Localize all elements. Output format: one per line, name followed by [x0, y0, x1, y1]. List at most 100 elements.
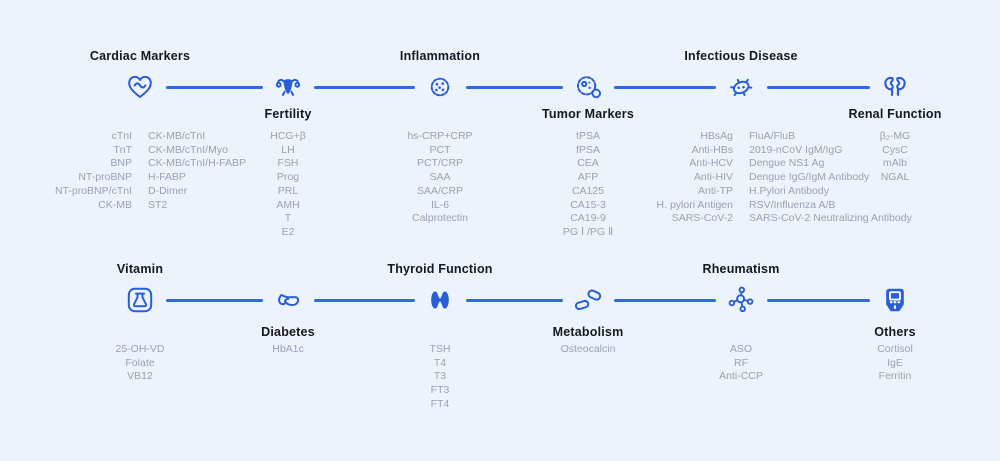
marker-item: FT3 — [430, 384, 450, 397]
marker-item: RSV/Influenza A/B — [749, 198, 836, 211]
connector-line — [767, 298, 870, 302]
marker-item: NT-proBNP — [78, 171, 132, 184]
marker-item: CA15-3 — [570, 198, 606, 211]
marker-item: FT4 — [430, 397, 450, 410]
connector-line — [466, 85, 563, 89]
marker-item: cTnI — [111, 130, 132, 142]
category-title-rheumatism: Rheumatism — [702, 262, 780, 276]
marker-item: CEA — [577, 157, 599, 170]
flask-icon — [123, 283, 157, 317]
uterus-icon — [271, 70, 305, 104]
marker-item: T4 — [433, 356, 447, 369]
marker-item: PCT/CRP — [416, 157, 464, 170]
category-title-inflammation: Inflammation — [399, 49, 481, 63]
tumor-cell-icon — [571, 70, 605, 104]
marker-item: E2 — [281, 225, 295, 238]
connector-line — [614, 85, 716, 89]
marker-item: Calprotectin — [411, 212, 469, 225]
marker-item: D-Dimer — [148, 184, 188, 197]
marker-item: Anti-HIV — [693, 171, 733, 184]
marker-item: SARS-CoV-2 Neutralizing Antibody — [749, 212, 912, 225]
glucometer-icon — [878, 283, 912, 317]
molecule-icon — [724, 283, 758, 317]
marker-item: H.Pylori Antibody — [749, 184, 829, 197]
marker-item: CK-MB/cTnI — [148, 130, 206, 142]
marker-item: PRL — [277, 184, 299, 197]
connector-line — [314, 298, 415, 302]
marker-item: LH — [281, 143, 295, 156]
marker-item: ASO — [729, 343, 753, 355]
marker-item: Dengue IgG/IgM Antibody — [749, 171, 870, 184]
marker-item: PCT — [429, 143, 451, 156]
marker-list-metabolism: Osteocalcin — [561, 343, 616, 357]
connector-line — [767, 85, 870, 89]
marker-item: TnT — [113, 143, 132, 156]
marker-item: Osteocalcin — [560, 343, 616, 355]
marker-item: Anti-TP — [697, 184, 733, 197]
marker-item: HbA1c — [272, 343, 304, 355]
marker-item: Prog — [276, 171, 300, 184]
category-title-metabolism: Metabolism — [552, 325, 624, 339]
category-title-vitamin: Vitamin — [116, 262, 164, 276]
category-title-diabetes: Diabetes — [261, 325, 315, 339]
marker-item: T3 — [433, 370, 447, 383]
marker-item: H-FABP — [148, 171, 186, 184]
marker-item: HBsAg — [700, 130, 733, 142]
marker-item: NGAL — [880, 171, 910, 184]
marker-item: Anti-HBs — [691, 143, 733, 156]
marker-item: TSH — [429, 343, 451, 355]
marker-item: fPSA — [576, 143, 600, 156]
marker-list-diabetes: HbA1c — [272, 343, 304, 357]
marker-item: FSH — [277, 157, 299, 170]
marker-item: SARS-CoV-2 — [671, 212, 733, 225]
marker-item: HCG+β — [270, 130, 306, 142]
bone-joint-icon — [571, 283, 605, 317]
category-title-tumor-markers: Tumor Markers — [542, 107, 634, 121]
marker-item: T — [284, 212, 292, 225]
marker-item: Folate — [125, 356, 155, 369]
marker-item: Dengue NS1 Ag — [749, 157, 825, 170]
connector-line — [614, 298, 716, 302]
marker-item: 2019-nCoV IgM/IgG — [749, 143, 843, 156]
marker-item: AFP — [577, 171, 599, 184]
marker-item: CA125 — [571, 184, 605, 197]
marker-item: H. pylori Antigen — [656, 198, 733, 211]
marker-item: CysC — [882, 143, 908, 156]
marker-item: IL-6 — [430, 198, 450, 211]
marker-item: CK-MB — [98, 198, 132, 211]
pancreas-icon — [271, 283, 305, 317]
marker-item: CK-MB/cTnI/H-FABP — [148, 157, 247, 170]
kidneys-icon — [878, 70, 912, 104]
marker-item: Ferritin — [878, 370, 912, 383]
marker-item: Cortisol — [877, 343, 913, 355]
marker-item: PG Ⅰ /PG Ⅱ — [562, 225, 614, 238]
marker-item: CK-MB/cTnI/Myo — [148, 143, 228, 156]
marker-item: RF — [733, 356, 748, 369]
connector-line — [166, 85, 263, 89]
marker-item: mAlb — [883, 157, 907, 170]
marker-item: ST2 — [148, 198, 168, 211]
marker-item: hs-CRP+CRP — [407, 130, 473, 142]
heart-pulse-icon — [123, 70, 157, 104]
connector-line — [314, 85, 415, 89]
marker-item: VB12 — [127, 370, 153, 383]
marker-item: FluA/FluB — [749, 130, 796, 142]
marker-item: Anti-CCP — [719, 370, 763, 383]
marker-item: BNP — [110, 157, 132, 170]
category-title-fertility: Fertility — [264, 107, 312, 121]
bacteria-icon — [724, 70, 758, 104]
